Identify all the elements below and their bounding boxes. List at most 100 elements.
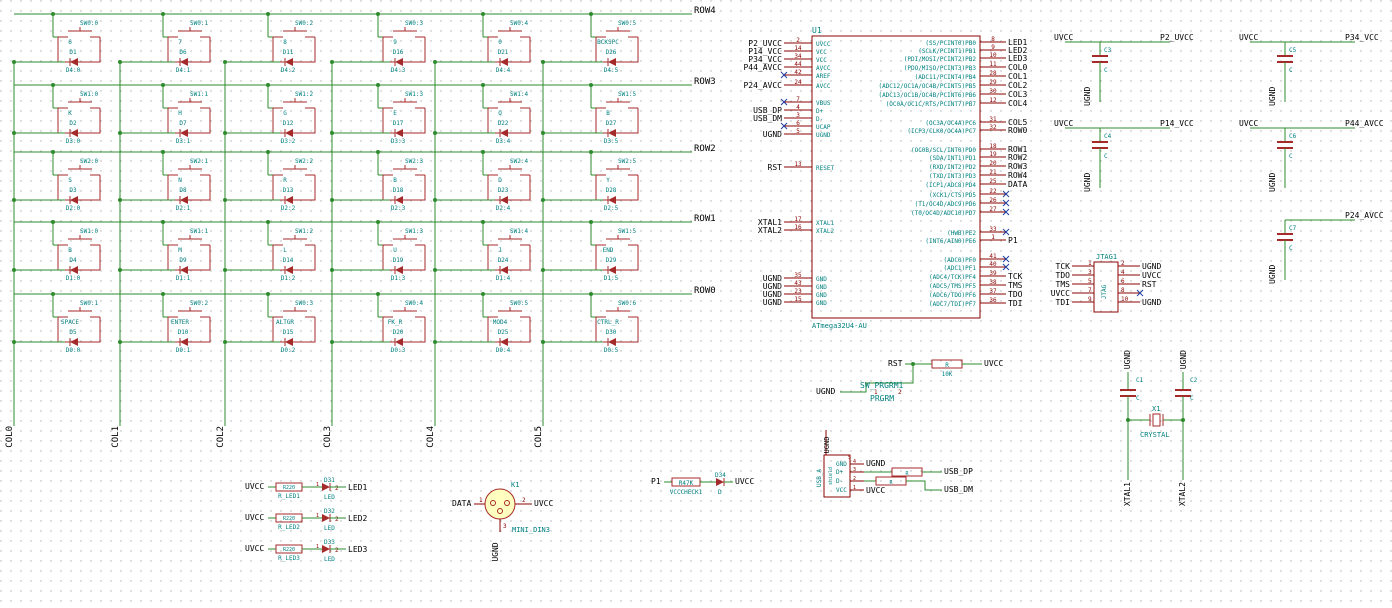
junction-dot <box>266 83 270 87</box>
mcu-pin-number: 38 <box>989 279 997 286</box>
mcu-net-label: COL2 <box>1008 81 1027 90</box>
led-resistor-ref: R_LED1 <box>278 493 300 500</box>
mcu-pin-name: (TXD/INT3)PD3 <box>929 173 976 180</box>
junction-dot <box>223 131 227 135</box>
switch-to-diode <box>514 245 531 271</box>
mcu-pin-number: 36 <box>989 297 997 304</box>
junction-dot <box>118 340 122 344</box>
junction-dot <box>481 220 485 224</box>
mcu-pin-name: VBUS <box>816 100 831 107</box>
mcu-pin-number: 3 <box>796 112 800 119</box>
no-connect-mark <box>780 122 788 130</box>
switch-ref: SW1:1 <box>190 91 208 98</box>
mcu-net-label: COL5 <box>1008 118 1027 127</box>
usb-pin-number: 4 <box>853 459 856 465</box>
junction-dot <box>118 60 122 64</box>
mcu-pin-number: 26 <box>989 197 997 204</box>
cap-output-label: P34_VCC <box>1345 33 1379 42</box>
vcccheck-vcc-label: UVCC <box>735 477 754 486</box>
matrix-diode <box>500 129 508 137</box>
led-pin: 1 <box>316 482 319 488</box>
junction-dot <box>589 12 593 16</box>
cap-ref: C6 <box>1289 133 1297 140</box>
matrix-diode <box>180 58 188 66</box>
switch-to-diode <box>194 175 211 201</box>
diode-value: D0:3 <box>391 347 406 354</box>
junction-dot <box>376 220 380 224</box>
mcu-pin-number: 7 <box>796 96 800 103</box>
mcu-pin-number: 2 <box>796 37 800 44</box>
switch-value: J <box>498 247 502 254</box>
switch-to-diode <box>622 245 639 271</box>
crystal-gnd-label: UGND <box>1123 350 1132 369</box>
no-connect-mark <box>1002 255 1010 263</box>
switch-value: B <box>68 247 72 254</box>
usb-shield-label: shield <box>828 467 834 485</box>
jtag-pin-number: 9 <box>1088 296 1092 303</box>
diode-ref: D21 <box>498 49 509 56</box>
junction-dot <box>376 292 380 296</box>
led-net-label: LED3 <box>348 545 367 554</box>
no-connect-mark <box>1136 289 1144 297</box>
mcu-pin-number: 44 <box>794 61 802 68</box>
switch-to-diode <box>194 37 211 63</box>
switch-ref: SW2:2 <box>295 158 313 165</box>
switch-to-diode <box>299 175 316 201</box>
mcu-pin-name: VCC <box>816 49 827 56</box>
switch-to-diode <box>194 108 211 134</box>
switch-ref: SW0:5 <box>510 300 528 307</box>
matrix-diode <box>70 338 78 346</box>
switch-value: 8 <box>283 39 287 46</box>
mcu-pin-name: GND <box>816 284 827 291</box>
switch-value: CTRL_R <box>597 319 619 326</box>
cap-supply-label: UVCC <box>1054 33 1073 42</box>
switch-value: K <box>68 110 72 117</box>
mcu-pin-number: 29 <box>989 79 997 86</box>
switch-value: ENTER <box>171 319 189 326</box>
mcu-pin-number: 9 <box>991 44 995 51</box>
junction-dot <box>266 12 270 16</box>
led-symbol <box>322 514 330 522</box>
mcu-pin-name: D- <box>816 116 823 123</box>
diode-value: D3:1 <box>176 138 191 145</box>
junction-dot <box>12 268 16 272</box>
switch-value: N <box>178 177 182 184</box>
reset-net-label: RST <box>888 359 903 368</box>
mcu-pin-number: 19 <box>989 151 997 158</box>
mcu-part: ATmega32U4-AU <box>812 322 867 330</box>
mcu-net-label: TDO <box>1008 290 1023 299</box>
switch-ref: SW1:3 <box>405 228 423 235</box>
jtag-net-label: UVCC <box>1142 271 1161 280</box>
mcu-pin-number: 4 <box>796 104 800 111</box>
led-resistor-value: R220 <box>283 516 295 522</box>
switch-value: 9 <box>393 39 397 46</box>
diode-ref: D9 <box>179 257 187 264</box>
crystal-net-label: XTAL1 <box>1123 482 1132 506</box>
no-connect-mark <box>1002 208 1010 216</box>
led-value: LED <box>324 525 335 532</box>
switch-ref: SW0:1 <box>190 20 208 27</box>
jtag-pin-number: 4 <box>1121 269 1125 276</box>
mcu-pin-name: (ADC6/TDO)PF6 <box>929 292 976 299</box>
mcu-pin-number: 1 <box>991 234 995 241</box>
junction-dot <box>51 83 55 87</box>
switch-to-diode <box>409 108 426 134</box>
reset-switch-value: PRGRM <box>870 394 894 403</box>
usb-net-label: UVCC <box>866 486 885 495</box>
switch-to-diode <box>84 37 101 63</box>
diode-value: D0:5 <box>604 347 619 354</box>
col-net-label: COL5 <box>534 426 544 448</box>
junction-dot <box>433 340 437 344</box>
switch-value: B <box>606 110 610 117</box>
diode-ref: D14 <box>283 257 294 264</box>
mcu-ref: U1 <box>812 26 822 35</box>
